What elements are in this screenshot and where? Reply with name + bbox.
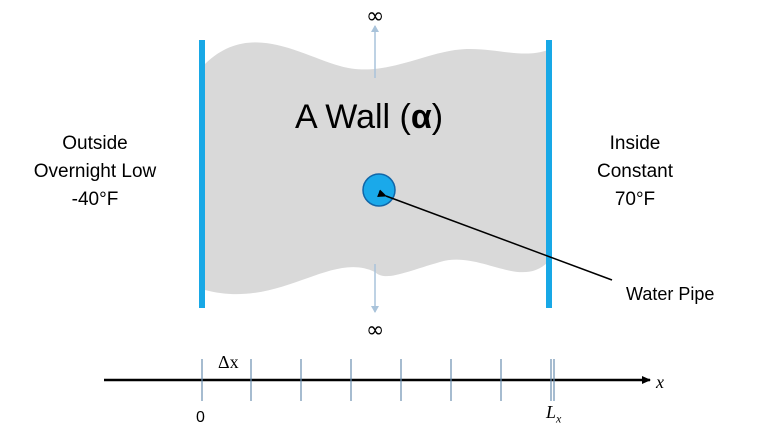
length-label-subscript: x — [556, 411, 562, 426]
inside-line-3: 70°F — [614, 189, 656, 210]
outside-line-2: Overnight Low — [33, 161, 157, 182]
infinity-top: ∞ — [366, 4, 385, 29]
pipe-pointer — [377, 189, 613, 281]
length-label: Lx — [546, 402, 561, 427]
outside-line-3: -40°F — [71, 189, 119, 210]
inside-boundary — [546, 40, 552, 308]
wall-title-text: A Wall ( — [295, 98, 411, 136]
delta-x-label: Δx — [218, 352, 239, 373]
inside-line-2: Constant — [596, 161, 674, 182]
alpha-symbol: α — [410, 98, 432, 136]
outside-boundary — [199, 40, 205, 308]
wall-region — [205, 42, 548, 295]
wall-title: A Wall (α) — [295, 98, 443, 137]
infinity-bottom: ∞ — [366, 318, 385, 343]
water-pipe-label: Water Pipe — [626, 284, 715, 304]
wall-title-close: ) — [431, 98, 444, 136]
delta-x-text: Δx — [218, 352, 239, 372]
length-label-main: L — [546, 402, 557, 422]
outside-line-1: Outside — [62, 133, 128, 154]
inside-label: Inside Constant 70°F — [580, 130, 690, 214]
axis-ticks — [201, 359, 555, 401]
inside-line-1: Inside — [609, 133, 661, 154]
water-pipe — [362, 173, 396, 207]
outside-label: Outside Overnight Low -40°F — [20, 130, 170, 214]
origin-label: 0 — [196, 409, 205, 426]
x-variable-label: x — [656, 372, 664, 392]
